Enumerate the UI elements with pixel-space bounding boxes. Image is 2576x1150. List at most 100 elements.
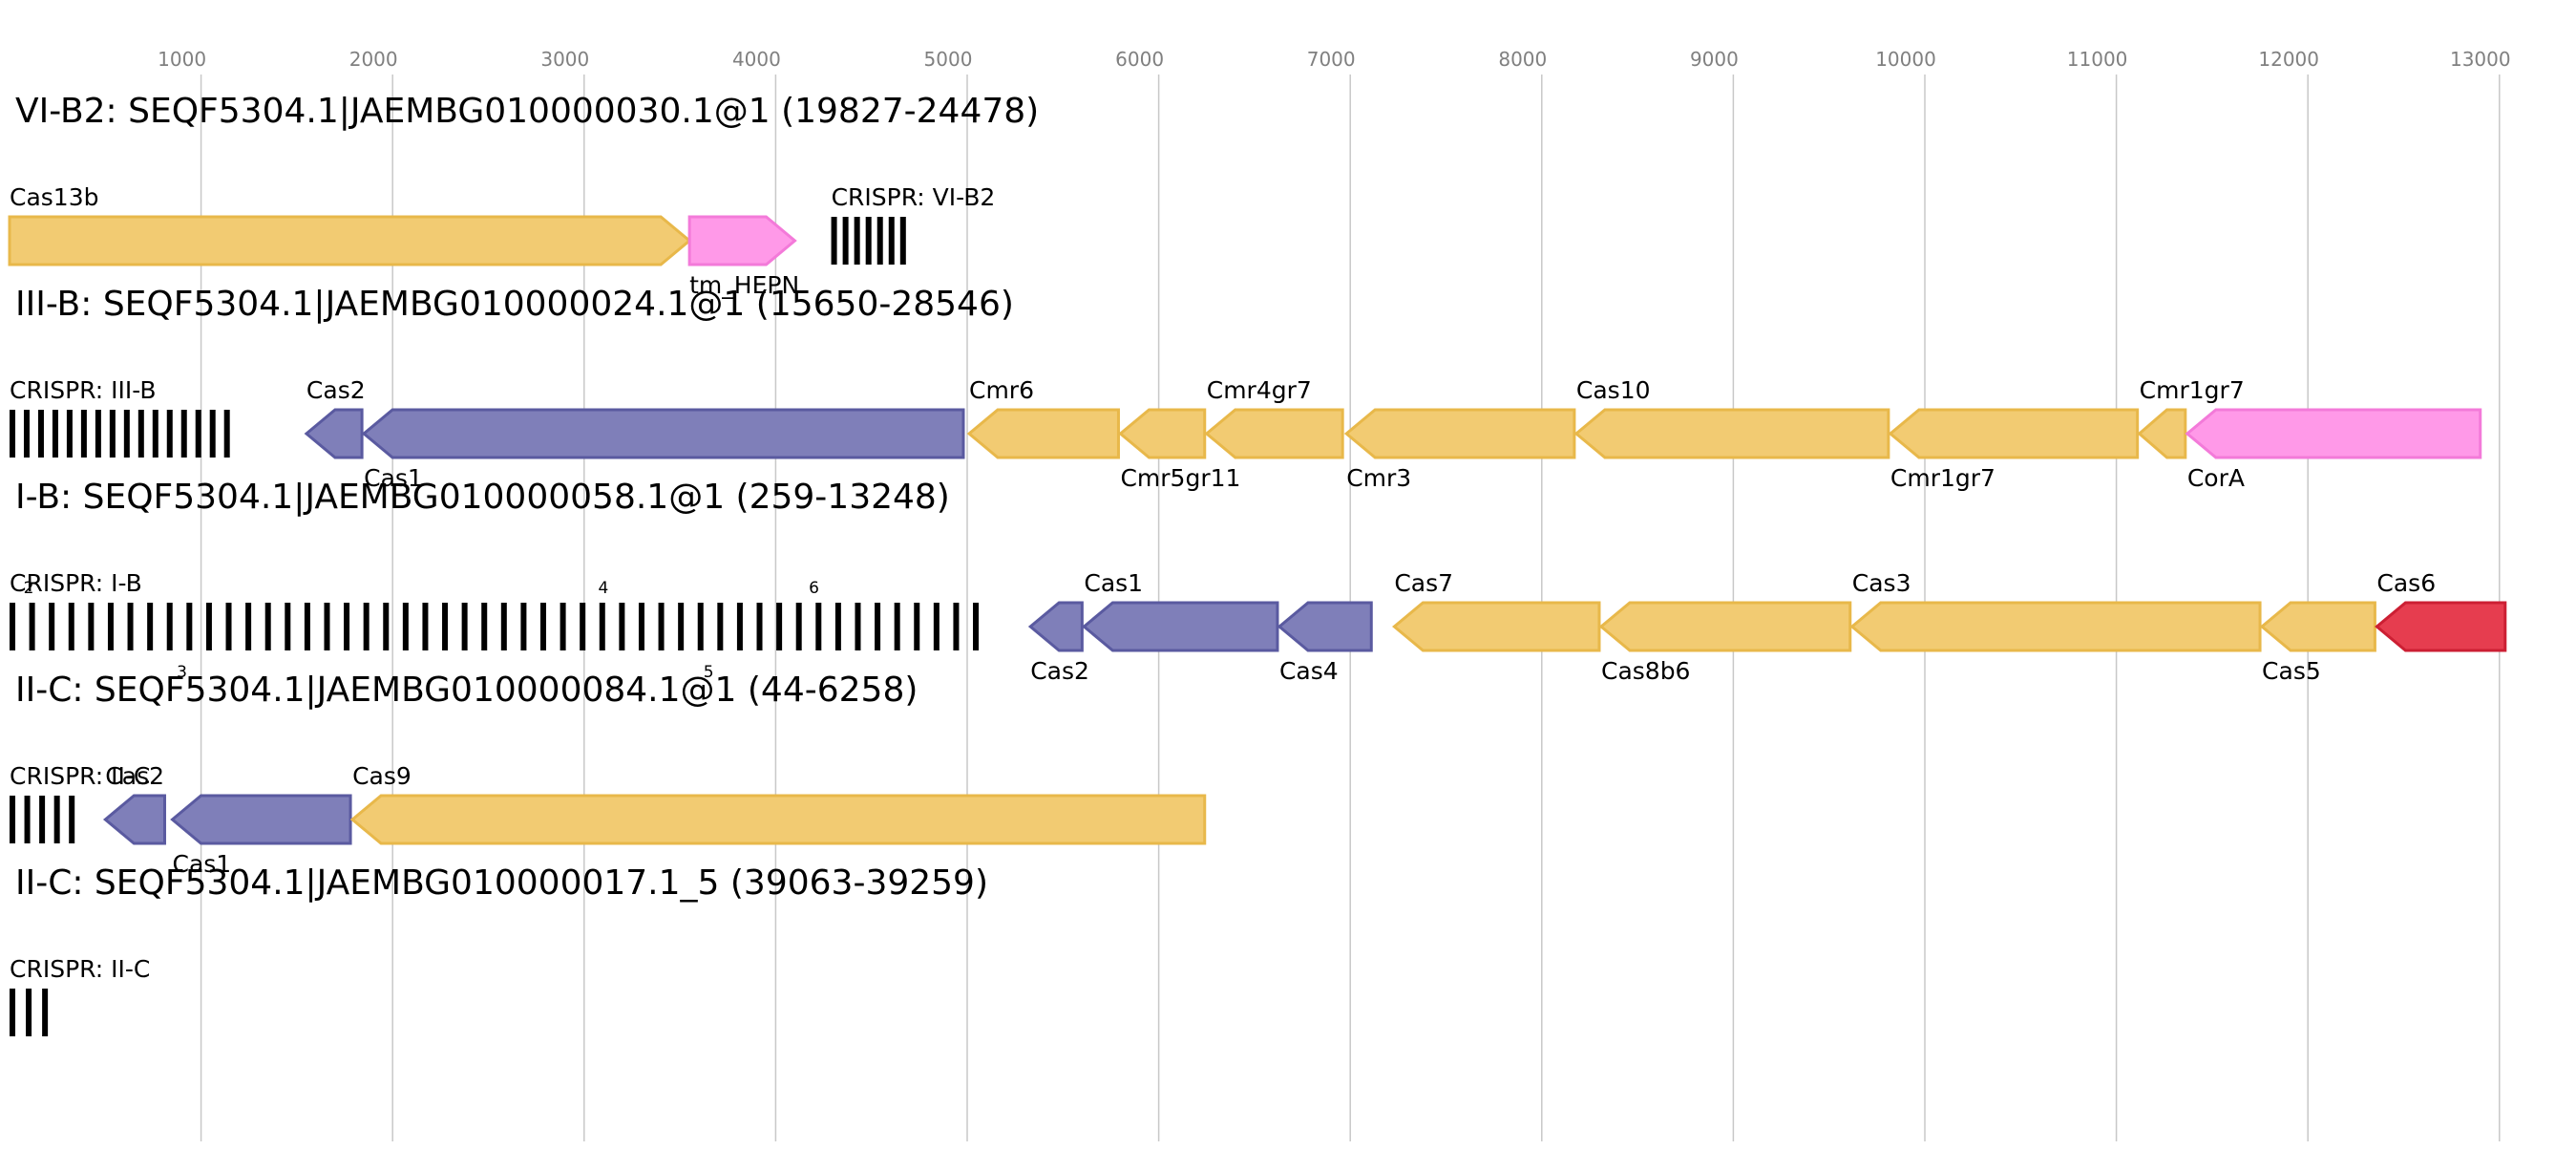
gene-cas2[interactable]: Cas2 — [1027, 601, 1089, 685]
crispr-repeat — [10, 989, 15, 1036]
tick-label: 6000 — [1115, 48, 1164, 71]
gene-label: Cas9 — [352, 762, 412, 790]
crispr-repeat — [736, 603, 743, 650]
gene-cas3[interactable]: Cas3 — [1849, 569, 2262, 652]
crispr-repeat — [658, 603, 665, 650]
crispr-repeat — [888, 217, 895, 265]
gene-arrow[interactable] — [1204, 408, 1344, 459]
gene-label: Cas10 — [1576, 376, 1651, 404]
gene-arrow[interactable] — [1082, 601, 1279, 652]
crispr-repeat — [26, 989, 32, 1036]
crispr-repeat — [834, 603, 841, 650]
gene-label: tm_HEPN — [689, 271, 799, 299]
crispr-repeat — [123, 410, 130, 458]
gene-cas8b6[interactable]: Cas8b6 — [1598, 601, 1852, 685]
gene-label: Cmr1gr7 — [2140, 376, 2245, 404]
gene-cas10[interactable]: Cas10 — [1573, 376, 1890, 459]
crispr-array: CRISPR: II-C — [10, 762, 150, 843]
locus-row: II-C: SEQF5304.1|JAEMBG010000084.1@1 (44… — [10, 671, 1207, 878]
crispr-sublabel: 2 — [24, 579, 34, 598]
gene-label: Cmr5gr11 — [1120, 464, 1240, 492]
tick-label: 13000 — [2450, 48, 2511, 71]
gene-arrow[interactable] — [2137, 408, 2187, 459]
gene-arrow[interactable] — [102, 794, 166, 845]
crispr-repeat — [855, 603, 861, 650]
crispr-repeat — [53, 796, 60, 843]
gene-cas1[interactable]: Cas1 — [361, 408, 965, 492]
gene-arrow[interactable] — [1888, 408, 2140, 459]
crispr-repeat — [756, 603, 763, 650]
gene-arrow[interactable] — [349, 794, 1207, 845]
crispr-repeat — [137, 410, 144, 458]
gene-cmr1gr7[interactable]: Cmr1gr7 — [2137, 376, 2245, 459]
gene-cas6[interactable]: Cas6 — [2375, 569, 2507, 652]
gene-cas13b[interactable]: Cas13b — [8, 183, 692, 266]
gene-label: Cas6 — [2376, 569, 2436, 597]
gene-cas1[interactable]: Cas1 — [170, 794, 352, 878]
crispr-label: CRISPR: II-C — [10, 762, 150, 790]
gene-cas1[interactable]: Cas1 — [1082, 569, 1279, 652]
crispr-label: CRISPR: VI-B2 — [832, 183, 996, 211]
gene-arrow[interactable] — [1391, 601, 1601, 652]
gene-label: Cas3 — [1852, 569, 1911, 597]
crispr-label: CRISPR: I-B — [10, 569, 142, 597]
locus-title: I-B: SEQF5304.1|JAEMBG010000058.1@1 (259… — [15, 478, 950, 517]
gene-arrow[interactable] — [1598, 601, 1852, 652]
crispr-repeat — [107, 603, 114, 650]
crispr-array: CRISPR: II-C — [10, 955, 150, 1036]
gene-cmr1gr7[interactable]: Cmr1gr7 — [1888, 408, 2140, 492]
gene-arrow[interactable] — [966, 408, 1120, 459]
crispr-repeat — [180, 410, 187, 458]
crispr-repeat — [88, 603, 95, 650]
crispr-repeat — [776, 603, 783, 650]
crispr-repeat — [223, 410, 230, 458]
tick-label: 4000 — [732, 48, 781, 71]
gene-arrow[interactable] — [361, 408, 965, 459]
gene-arrow[interactable] — [170, 794, 352, 845]
gene-label: Cmr4gr7 — [1207, 376, 1312, 404]
crispr-repeat — [899, 217, 906, 265]
gene-arrow[interactable] — [2185, 408, 2482, 459]
locus-title: II-C: SEQF5304.1|JAEMBG010000084.1@1 (44… — [15, 671, 918, 710]
gene-cas2[interactable]: Cas2 — [304, 376, 366, 459]
gene-cora[interactable]: CorA — [2185, 408, 2482, 492]
gene-label: Cas7 — [1394, 569, 1453, 597]
gene-cmr4gr7[interactable]: Cmr4gr7 — [1204, 376, 1344, 459]
gene-cmr3[interactable]: Cmr3 — [1343, 408, 1576, 492]
crispr-repeat — [49, 603, 55, 650]
gene-arrow[interactable] — [1573, 408, 1890, 459]
gene-arrow[interactable] — [304, 408, 364, 459]
gene-cas4[interactable]: Cas4 — [1277, 601, 1373, 685]
gene-label: Cas8b6 — [1601, 657, 1690, 685]
gene-cas5[interactable]: Cas5 — [2259, 601, 2376, 685]
gene-arrow[interactable] — [1118, 408, 1207, 459]
crispr-repeat — [80, 410, 87, 458]
gene-arrow[interactable] — [687, 215, 797, 266]
tick-label: 12000 — [2258, 48, 2319, 71]
crispr-repeat — [539, 603, 546, 650]
gene-cmr6[interactable]: Cmr6 — [966, 376, 1120, 459]
crispr-repeat — [854, 217, 860, 265]
crispr-repeat — [147, 603, 154, 650]
crispr-repeat — [52, 410, 58, 458]
gene-cas9[interactable]: Cas9 — [349, 762, 1207, 845]
gene-cas7[interactable]: Cas7 — [1391, 569, 1601, 652]
gene-arrow[interactable] — [2375, 601, 2507, 652]
gene-cas2[interactable]: Cas2 — [102, 762, 166, 845]
gene-label: Cas2 — [105, 762, 164, 790]
gene-arrow[interactable] — [2259, 601, 2376, 652]
crispr-repeat — [973, 603, 980, 650]
crispr-repeat — [481, 603, 488, 650]
crispr-repeat — [264, 603, 271, 650]
gene-tm_hepn[interactable]: tm_HEPN — [687, 215, 799, 299]
crispr-repeat — [109, 410, 116, 458]
gene-arrow[interactable] — [1343, 408, 1576, 459]
crispr-repeat — [245, 603, 252, 650]
gene-arrow[interactable] — [1027, 601, 1084, 652]
gene-cmr5gr11[interactable]: Cmr5gr11 — [1118, 408, 1240, 492]
gene-arrow[interactable] — [1849, 601, 2262, 652]
gene-arrow[interactable] — [1277, 601, 1373, 652]
locus-row: III-B: SEQF5304.1|JAEMBG010000024.1@1 (1… — [10, 285, 2482, 492]
gene-arrow[interactable] — [8, 215, 692, 266]
